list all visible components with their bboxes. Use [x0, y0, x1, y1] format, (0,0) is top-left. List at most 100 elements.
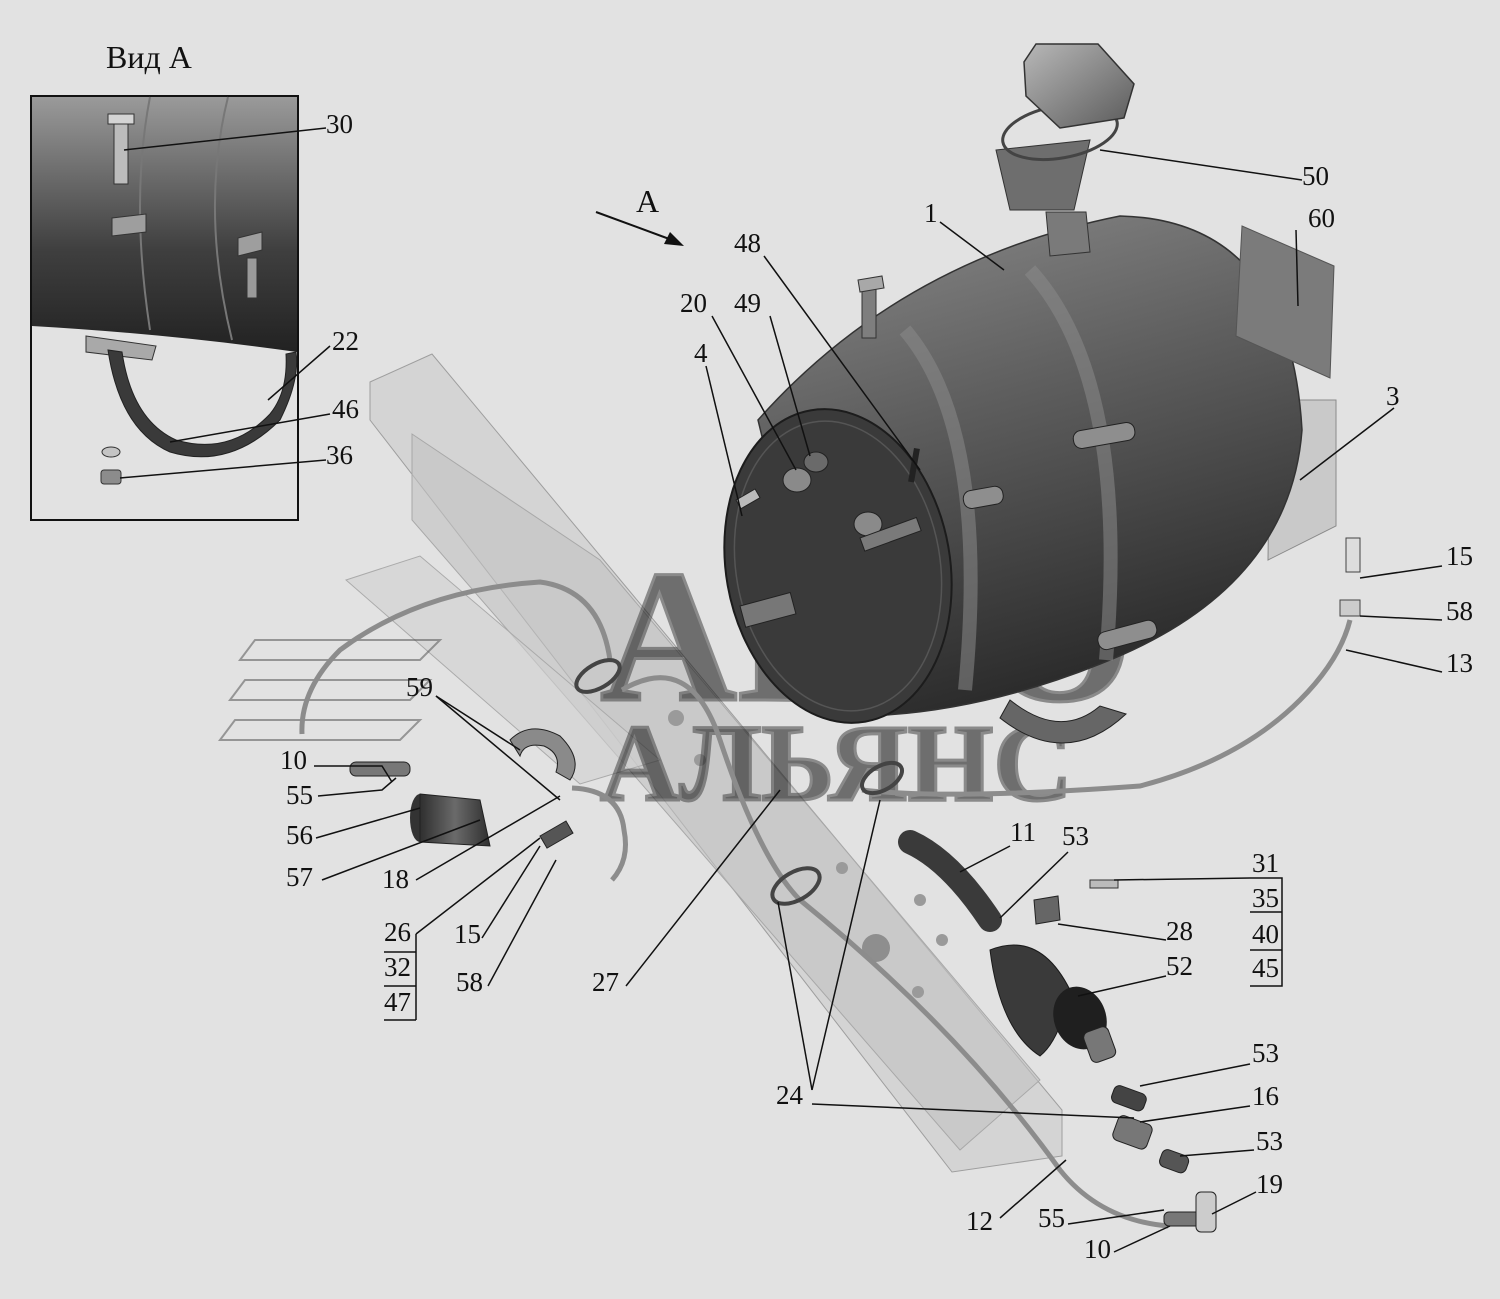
leader-36	[119, 459, 327, 479]
tank-bolt-head	[857, 275, 885, 293]
heater-nozzle	[1083, 1026, 1117, 1063]
lower-bracket	[999, 699, 1127, 744]
rail-hole	[836, 862, 848, 874]
hose-clamp-24-b	[860, 760, 904, 796]
callout-53a: 53	[1062, 821, 1089, 851]
leader-60	[1295, 229, 1299, 307]
callout-15b: 15	[454, 919, 481, 949]
tie-48	[908, 448, 920, 483]
inset-clamp-band-upper	[139, 96, 151, 331]
inset-tank-body	[32, 97, 297, 352]
leader-30	[123, 127, 327, 151]
leader-59a	[435, 695, 521, 751]
callout-52: 52	[1166, 951, 1193, 981]
connector-15-upper	[1345, 537, 1361, 573]
leader-49	[769, 315, 811, 457]
rail-hole	[862, 934, 890, 962]
callout-16: 16	[1252, 1081, 1279, 1111]
leader-1	[939, 221, 1005, 271]
leader-12	[999, 1159, 1067, 1219]
callout-55a: 55	[286, 780, 313, 810]
callout-47: 47	[384, 987, 411, 1017]
leader-11	[959, 845, 1011, 873]
callout-32: 32	[384, 952, 411, 982]
callout-57: 57	[286, 862, 313, 892]
leader-4	[705, 365, 743, 517]
callout-10a: 10	[280, 745, 307, 775]
connector-19	[1195, 1191, 1217, 1233]
leader-56	[315, 807, 421, 839]
label-plate-60	[1235, 225, 1335, 379]
callout-48: 48	[734, 228, 761, 258]
callout-22: 22	[332, 326, 359, 356]
filler-cap-50	[1023, 43, 1135, 129]
heater-52	[989, 944, 1071, 1057]
leader-26	[415, 837, 541, 935]
callout-11: 11	[1010, 817, 1036, 847]
callout-36: 36	[326, 440, 353, 470]
leader-28	[1057, 923, 1167, 941]
leader-18	[415, 795, 561, 881]
leader-53b	[1139, 1063, 1251, 1087]
leader-24b	[811, 799, 881, 1091]
bracket-28	[1033, 895, 1061, 925]
callout-50: 50	[1302, 161, 1329, 191]
inset-washer-46	[101, 446, 121, 458]
callout-4: 4	[694, 338, 708, 368]
leader-13	[1345, 649, 1443, 673]
inset-view-a: Вид А 30 22 46 36	[30, 39, 359, 521]
hose-clamp-24-a	[770, 866, 822, 906]
bolt-31	[1089, 879, 1119, 889]
callout-45: 45	[1252, 953, 1279, 983]
callout-30: 30	[326, 109, 353, 139]
filter-56	[419, 793, 491, 847]
inset-stud	[246, 257, 258, 299]
leader-46	[169, 413, 331, 443]
tank-strap-1	[899, 325, 978, 691]
callout-1: 1	[924, 198, 938, 228]
fuel-lines	[299, 579, 1353, 1229]
view-a-arrow-head	[664, 232, 684, 246]
callout-56: 56	[286, 820, 313, 850]
rail-hole	[668, 710, 684, 726]
leader-10b	[1113, 1225, 1171, 1253]
callout-59: 59	[406, 672, 433, 702]
watermark-logo-stripes	[218, 639, 443, 741]
leader-3	[1299, 407, 1395, 481]
leader-57	[321, 819, 481, 881]
callout-24: 24	[776, 1080, 804, 1110]
fitting-26	[539, 820, 574, 849]
tank-end-face	[723, 408, 953, 724]
leader-16	[1139, 1105, 1251, 1123]
leader-31	[1113, 877, 1251, 881]
inset-clamp-band-upper-2	[213, 96, 233, 341]
callout-13: 13	[1446, 648, 1473, 678]
callout-55b: 55	[1038, 1203, 1065, 1233]
leader-55a	[317, 777, 397, 797]
callout-58b: 58	[456, 967, 483, 997]
leader-bracket-31-45	[1250, 877, 1283, 987]
clip-58-upper	[1339, 599, 1361, 617]
leader-53c	[1179, 1149, 1255, 1157]
hose-clamp-24-c	[574, 658, 622, 694]
connector-16	[1112, 1115, 1153, 1150]
tank-assembly	[723, 43, 1337, 744]
callout-15a: 15	[1446, 541, 1473, 571]
fitting-20	[782, 467, 812, 493]
hose-11	[898, 830, 1002, 932]
tank-strap-2	[1024, 265, 1118, 661]
hose-10-left	[349, 761, 411, 777]
callout-27: 27	[592, 967, 619, 997]
rail-hole	[912, 986, 924, 998]
callout-31: 31	[1252, 848, 1279, 878]
callout-49: 49	[734, 288, 761, 318]
callout-labels: 50 60 1 48 49 20 4 3 15 58 13 59 10 55 5…	[280, 161, 1473, 1264]
inset-bracket-1	[111, 213, 147, 237]
inset-nut-36	[100, 469, 122, 485]
callout-60: 60	[1308, 203, 1335, 233]
clamp-53-lower	[1159, 1149, 1190, 1174]
fuel-line-return	[299, 579, 613, 735]
fuel-pickup-pipe	[859, 516, 922, 552]
tank-end-rim	[733, 420, 943, 712]
